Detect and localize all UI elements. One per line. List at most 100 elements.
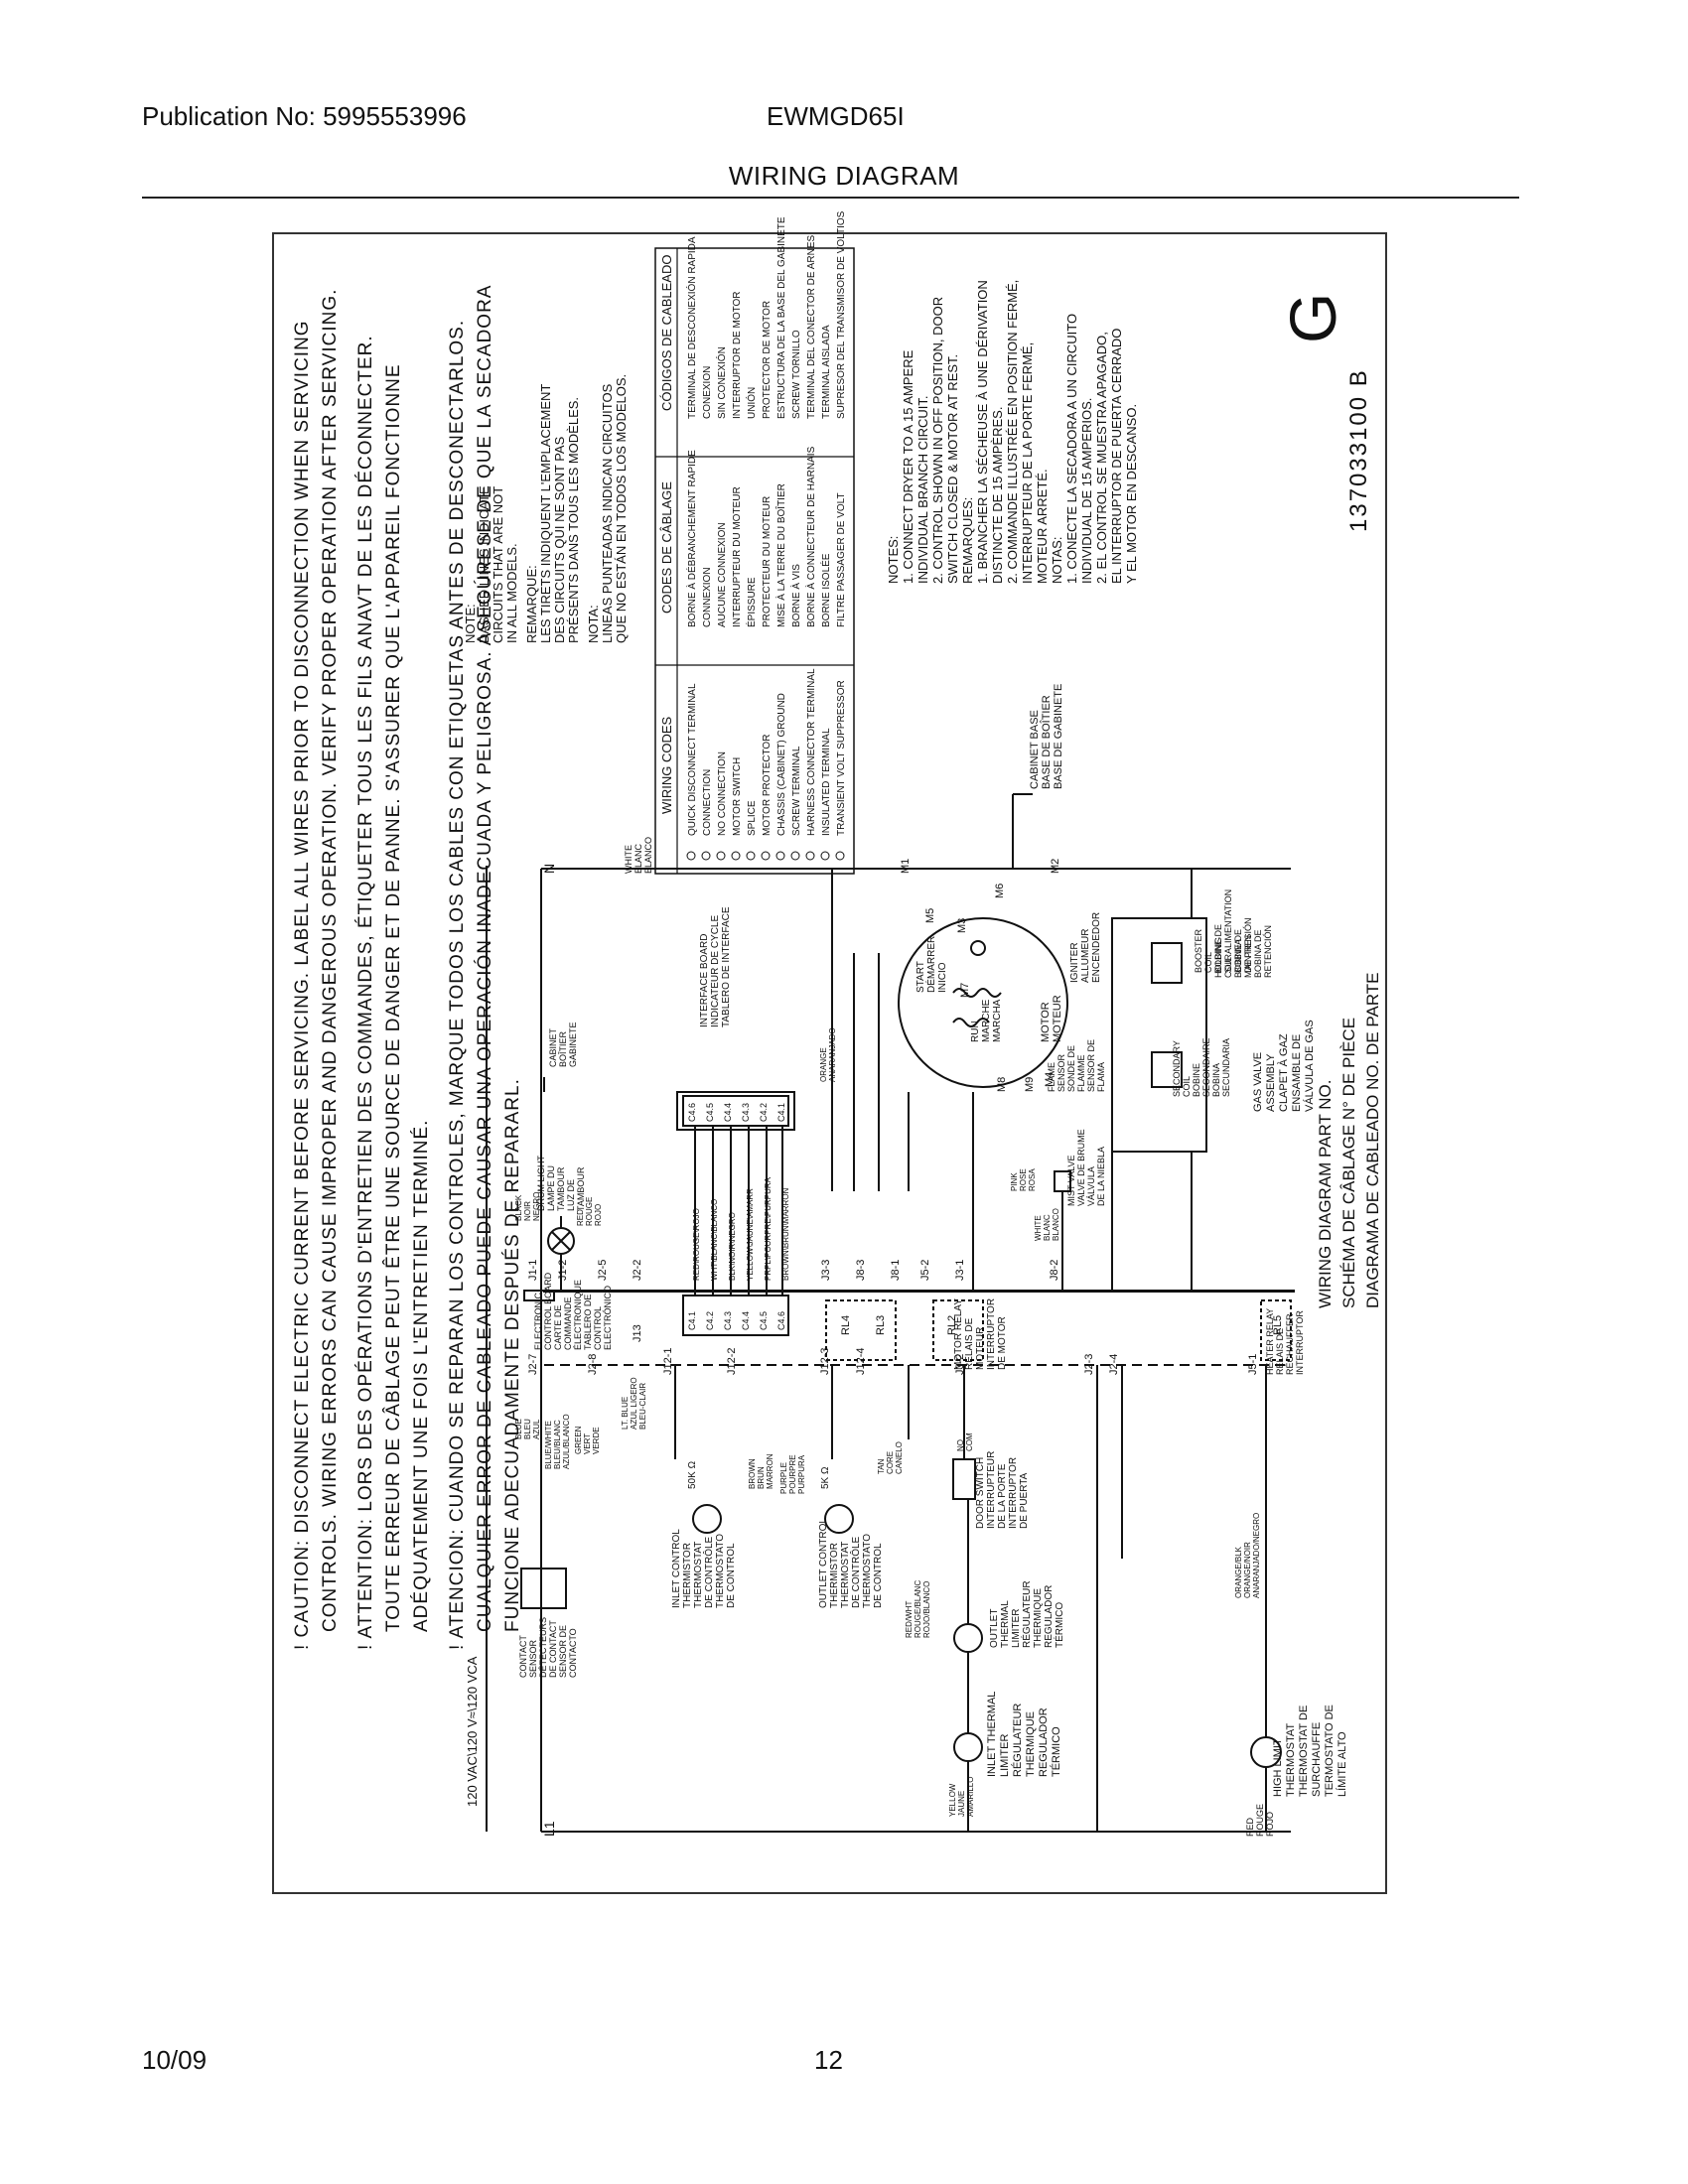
model-number: EWMGD65I — [767, 101, 905, 131]
connector-label-text: J2-4 — [1108, 1354, 1120, 1375]
j1-pin: C4.1 — [776, 1103, 786, 1122]
ecb-label-line: CONTROL BOARD — [543, 1272, 553, 1350]
contact-sensor — [520, 1568, 567, 1609]
page-title: WIRING DIAGRAM — [728, 161, 960, 191]
wire-no-com-label-line: COM — [965, 1433, 974, 1451]
codes-cell: CHASSIS (CABINET) GROUND — [776, 693, 787, 836]
motor-label-line: MOTEUR — [1052, 995, 1063, 1042]
secondary-coil-label-line: SECONDAIRE — [1201, 1037, 1211, 1097]
codes-cell: PROTECTOR DE MOTOR — [762, 301, 773, 419]
motor-terminal: M3 — [956, 918, 968, 933]
wire-white-label-line: BLANCO — [1052, 1208, 1060, 1241]
motor-terminal: M6 — [994, 884, 1006, 898]
secondary-coil-label-line: COIL — [1182, 1076, 1192, 1097]
title-rule — [142, 197, 1519, 199]
connector-label: J2-7 — [527, 1354, 539, 1375]
wire-red-wht-label-line: ROJO/BLANCO — [922, 1581, 931, 1638]
wire-tan-label-line: CORE — [886, 1451, 895, 1474]
gas-valve-box — [1111, 917, 1207, 1153]
install-note-line: NOTES: — [886, 536, 901, 584]
code-symbol-icon — [775, 851, 785, 861]
inlet-limiter-label-line: INLET THERMAL — [986, 1692, 998, 1777]
flame-sensor-label-line: SENSOR — [1056, 1053, 1066, 1092]
ribbon-wire-label: BLK\NOIR\NEGRO — [728, 1212, 737, 1281]
inlet-thermistor-label-line: DE CONTROL — [726, 1543, 737, 1608]
flame-sensor-label-line: FLAMME — [1076, 1054, 1086, 1092]
gas-valve-label-line: CLAPET À GAZ — [1277, 1033, 1290, 1112]
relay-label-text: RL5 — [1272, 1315, 1284, 1335]
inlet-thermistor-label-line: THERMISTOR — [682, 1543, 693, 1608]
connector-label: J8-3 — [855, 1260, 867, 1281]
part-no-line: DIAGRAMA DE CABLEADO NO. DE PARTE — [1363, 972, 1382, 1308]
connector-label-text: J2-8 — [587, 1354, 599, 1375]
install-note-line: Y EL MOTOR EN DESCANSO. — [1124, 404, 1139, 584]
motor-terminal-text: M5 — [924, 908, 936, 923]
codes-cell: MOTOR PROTECTOR — [762, 735, 773, 836]
wire-orange-blk-label-line: ORANGE/NOIR — [1243, 1542, 1252, 1598]
door-switch-label-line: INTERRUPTOR — [1008, 1457, 1019, 1529]
motor-terminal-text: M6 — [994, 884, 1006, 898]
j1-pin-text: C4.5 — [705, 1103, 715, 1122]
secondary-coil-label-line: SECONDARY — [1172, 1040, 1182, 1097]
wire-yellow-label-line: JAUNE — [957, 1791, 966, 1817]
j13-pin-text: C4.5 — [759, 1311, 769, 1330]
cabinet-label-line: CABINET — [548, 1027, 558, 1067]
interface-label-line: INDICATEUR DE CYCLE — [710, 915, 721, 1027]
resistor-5k-label: 5K Ω — [820, 1466, 831, 1489]
outlet-limiter-label-line: REGULADOR — [1044, 1585, 1055, 1648]
interface-label-line: TABLERO DE INTERFACE — [721, 906, 732, 1027]
interface-label-line: INTERFACE BOARD — [699, 934, 710, 1027]
wire-lt-blue-label-line: BLEU-CLAIR — [638, 1383, 647, 1430]
gas-valve-label-line: ASSEMBLY — [1265, 1053, 1277, 1112]
j13-pin: C4.6 — [776, 1311, 786, 1330]
caution-line-1: ! CAUTION: DISCONNECT ELECTRIC CURRENT B… — [292, 320, 313, 1650]
code-symbol-icon — [835, 851, 845, 861]
contact-sensor-label-line: SENSOR DE — [558, 1625, 568, 1678]
codes-cell: CONNEXION — [702, 567, 713, 627]
wire-blue-label-line: BLUE — [514, 1419, 523, 1439]
motor-terminal: M5 — [924, 908, 936, 923]
install-note-line: MOTEUR ARRETÉ. — [1035, 469, 1050, 584]
motor — [898, 917, 1068, 1088]
booster-coil-label-line: BOOSTER — [1194, 928, 1203, 973]
voltage-label: 120 VAC\120 V≈\120 VCA — [465, 1656, 480, 1807]
connector-label-text: J1-1 — [527, 1260, 539, 1281]
wire-blue-white-label-line: BLEU/BLANC — [553, 1420, 562, 1469]
heater-relay-label-line: INTERRUPTOR — [1295, 1310, 1305, 1375]
wire-orange-blk-label-line: ANARANJADO/NEGRO — [1252, 1513, 1261, 1598]
connector-label-text: J1-2 — [557, 1260, 569, 1281]
ignitor-box — [1151, 942, 1183, 984]
note-line: PRÉSENTS DANS TOUS LES MODÈLES. — [566, 397, 581, 643]
codes-cell: ESTRUCTURA DE LA BASE DEL GABINETE — [776, 216, 787, 419]
diagram-frame — [272, 232, 1387, 1894]
codes-cell: NO CONNECTION — [717, 751, 728, 836]
drum-light-label-line: TAMBOUR — [576, 1166, 586, 1211]
wire-green-label-line: VERDE — [592, 1427, 601, 1454]
wire-brown-label-line: BROWN — [748, 1458, 757, 1489]
start-label-line: INICIO — [937, 962, 948, 993]
holding-coil-label-line: COIL — [1223, 957, 1233, 978]
part-number-value: 137033100 B — [1345, 368, 1372, 532]
run-label-line: MARCHA — [992, 999, 1003, 1042]
connector-label: J12-3 — [819, 1347, 831, 1375]
connector-label-text: J2-7 — [527, 1354, 539, 1375]
wire-brown-label-line: MARRON — [766, 1453, 774, 1489]
relay-rl4-rl3 — [825, 1299, 897, 1361]
code-symbol-icon — [731, 851, 741, 861]
codes-cell: INSULATED TERMINAL — [821, 728, 832, 836]
flame-sensor-label-line: FLAME — [1047, 1062, 1056, 1092]
ribbon-wire-label: BROWN\BRUN\MARRON — [781, 1187, 790, 1281]
inlet-limiter-label-line: RÉGULATEUR — [1011, 1704, 1024, 1777]
install-note-line: 2. CONTROL SHOWN IN OFF POSITION, DOOR — [930, 297, 945, 584]
code-symbol-icon — [761, 851, 771, 861]
codes-cell: CONNECTION — [702, 769, 713, 836]
ribbon-wire-text: BROWN\BRUN\MARRON — [781, 1187, 790, 1281]
